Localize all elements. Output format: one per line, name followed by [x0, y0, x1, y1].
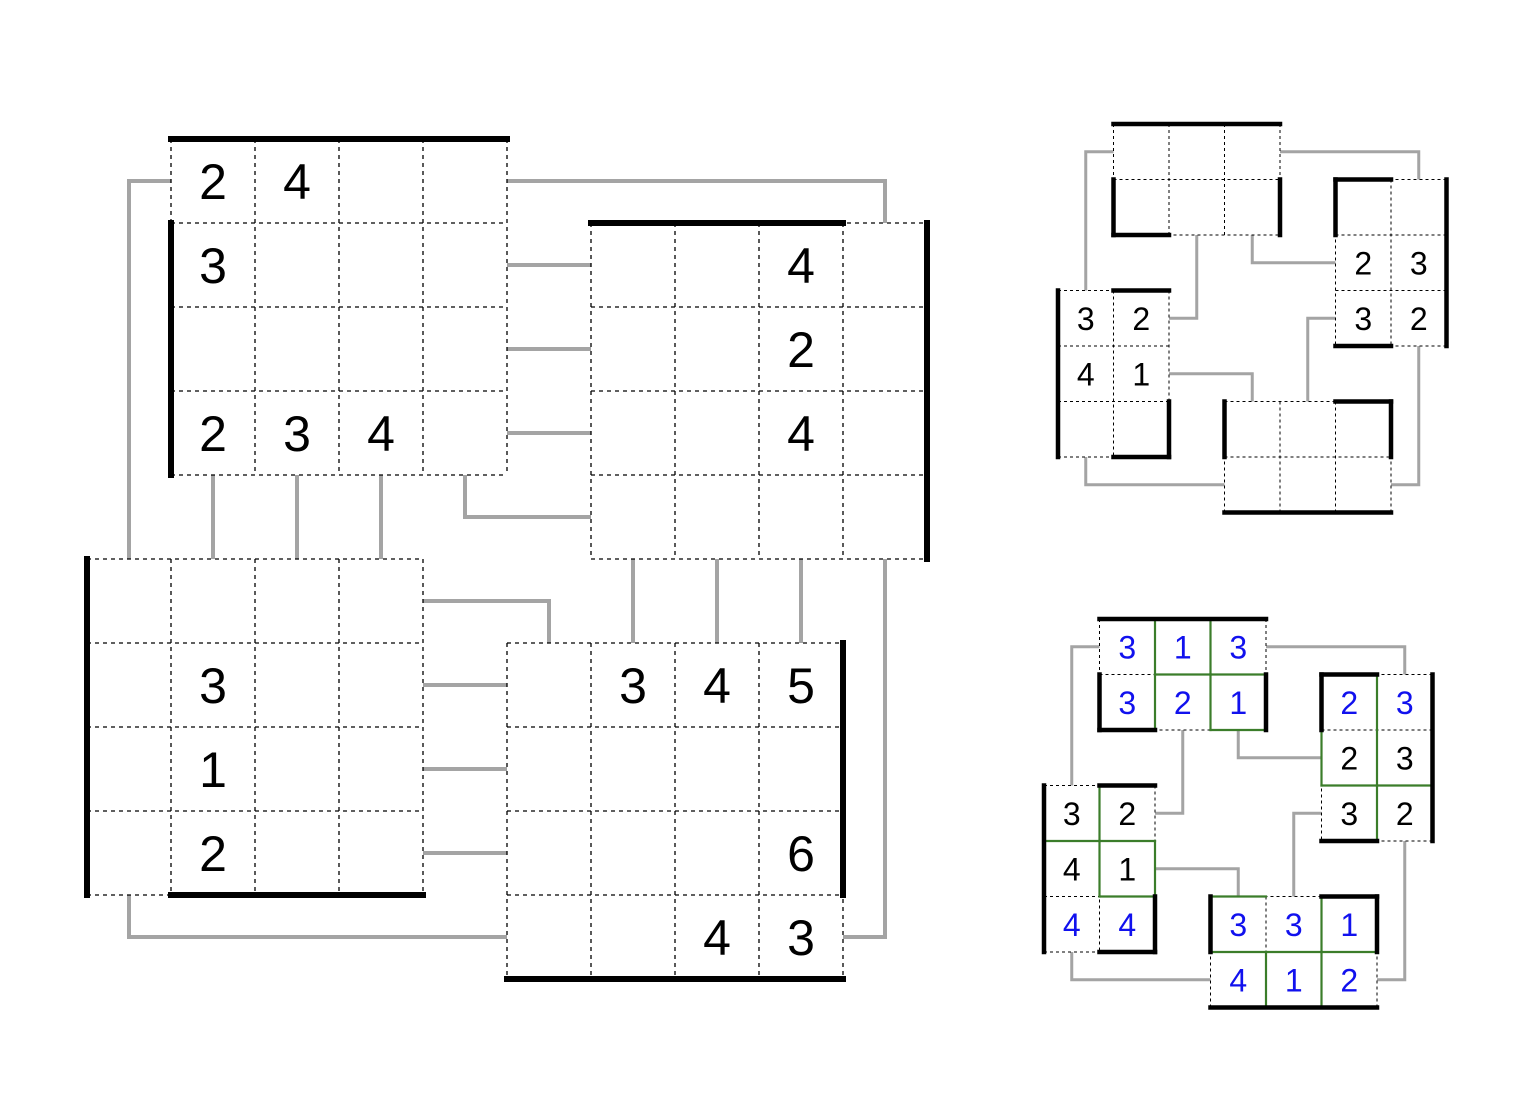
given-digit: 4 — [1063, 851, 1081, 887]
solved-digit: 3 — [1118, 685, 1136, 721]
connector-line — [1155, 730, 1185, 815]
solved-digit: 3 — [1229, 907, 1247, 943]
given-digit: 2 — [1118, 796, 1136, 832]
connector-lines — [1070, 645, 1407, 982]
connector-line — [127, 179, 171, 559]
connector-line — [1292, 811, 1322, 897]
given-digit: 3 — [283, 406, 311, 462]
solved-digit: 2 — [1174, 685, 1192, 721]
solved-digit: 1 — [1174, 629, 1192, 665]
solved-digit: 1 — [1229, 685, 1247, 721]
example-puzzle: 2 3 3 2 3 2 4 1 — [1055, 121, 1449, 515]
given-digit: 2 — [1410, 301, 1428, 337]
connector-line — [1280, 150, 1421, 180]
connector-line — [127, 895, 507, 939]
grid-top-right: 4 2 4 — [588, 220, 930, 562]
grid-bottom — [1222, 399, 1394, 515]
given-digit: 2 — [199, 406, 227, 462]
given-digit: 1 — [1132, 356, 1150, 392]
connector-line — [423, 599, 551, 643]
connector-line — [507, 179, 887, 223]
given-digit: 2 — [1340, 740, 1358, 776]
given-digit: 3 — [1077, 301, 1095, 337]
grid-left: 3 2 4 1 4 4 — [1041, 783, 1158, 955]
connector-line — [1070, 645, 1100, 786]
given-digit: 3 — [199, 238, 227, 294]
given-digit: 2 — [199, 154, 227, 210]
given-digit: 5 — [787, 658, 815, 714]
given-digit: 2 — [1354, 245, 1372, 281]
given-digit: 6 — [787, 826, 815, 882]
connector-line — [1169, 372, 1254, 402]
solved-digit: 2 — [1340, 962, 1358, 998]
connector-lines — [1084, 150, 1421, 487]
connector-line — [1391, 346, 1421, 487]
grid-bottom-left: 3 1 2 — [84, 556, 426, 898]
grid-right: 2 3 2 3 3 2 — [1319, 672, 1435, 844]
grid-top: 3 1 3 3 2 1 — [1097, 616, 1269, 733]
given-digit: 3 — [1396, 740, 1414, 776]
solved-digit: 4 — [1118, 907, 1136, 943]
solved-digit: 1 — [1285, 962, 1303, 998]
given-digit: 4 — [703, 658, 731, 714]
connector-line — [1169, 235, 1199, 320]
solved-digit: 3 — [1229, 629, 1247, 665]
connector-line — [1250, 235, 1336, 265]
solved-digit: 1 — [1340, 907, 1358, 943]
grid-left: 3 2 4 1 — [1055, 288, 1172, 460]
given-digit: 2 — [787, 322, 815, 378]
connector-line — [1070, 952, 1211, 982]
given-digit: 4 — [787, 406, 815, 462]
connector-line — [1084, 457, 1225, 487]
solved-digit: 2 — [1340, 685, 1358, 721]
grid-right: 2 3 3 2 — [1333, 177, 1449, 349]
connector-line — [1377, 841, 1407, 982]
solved-digit: 3 — [1285, 907, 1303, 943]
grid-bottom: 3 3 1 4 1 2 — [1208, 894, 1380, 1010]
given-digit: 2 — [199, 826, 227, 882]
given-digit: 1 — [199, 742, 227, 798]
connector-line — [463, 475, 591, 519]
given-digit: 1 — [1118, 851, 1136, 887]
given-digit: 2 — [1132, 301, 1150, 337]
given-digit: 3 — [787, 910, 815, 966]
solved-digit: 3 — [1396, 685, 1414, 721]
given-digit: 4 — [367, 406, 395, 462]
given-digit: 2 — [1396, 796, 1414, 832]
given-digit: 3 — [1063, 796, 1081, 832]
given-digit: 4 — [703, 910, 731, 966]
example-solution: 3 1 3 3 2 1 2 3 2 3 3 2 3 2 4 1 4 4 3 3 1 4 1 2 — [1041, 616, 1435, 1010]
solved-digit: 3 — [1118, 629, 1136, 665]
given-digit: 3 — [619, 658, 647, 714]
given-digit: 4 — [787, 238, 815, 294]
connector-lines — [127, 179, 887, 939]
given-digit: 3 — [1340, 796, 1358, 832]
given-digit: 4 — [283, 154, 311, 210]
given-digit: 3 — [1354, 301, 1372, 337]
connector-line — [1236, 730, 1322, 760]
connector-line — [1155, 867, 1240, 897]
given-digit: 3 — [1410, 245, 1428, 281]
given-digit: 3 — [199, 658, 227, 714]
connector-line — [1084, 150, 1114, 291]
grid-top — [1111, 121, 1283, 238]
connector-line — [843, 559, 887, 939]
given-digit: 4 — [1077, 356, 1095, 392]
solved-digit: 4 — [1063, 907, 1081, 943]
connector-line — [1266, 645, 1407, 675]
solved-digit: 4 — [1229, 962, 1247, 998]
connector-line — [1306, 316, 1336, 402]
